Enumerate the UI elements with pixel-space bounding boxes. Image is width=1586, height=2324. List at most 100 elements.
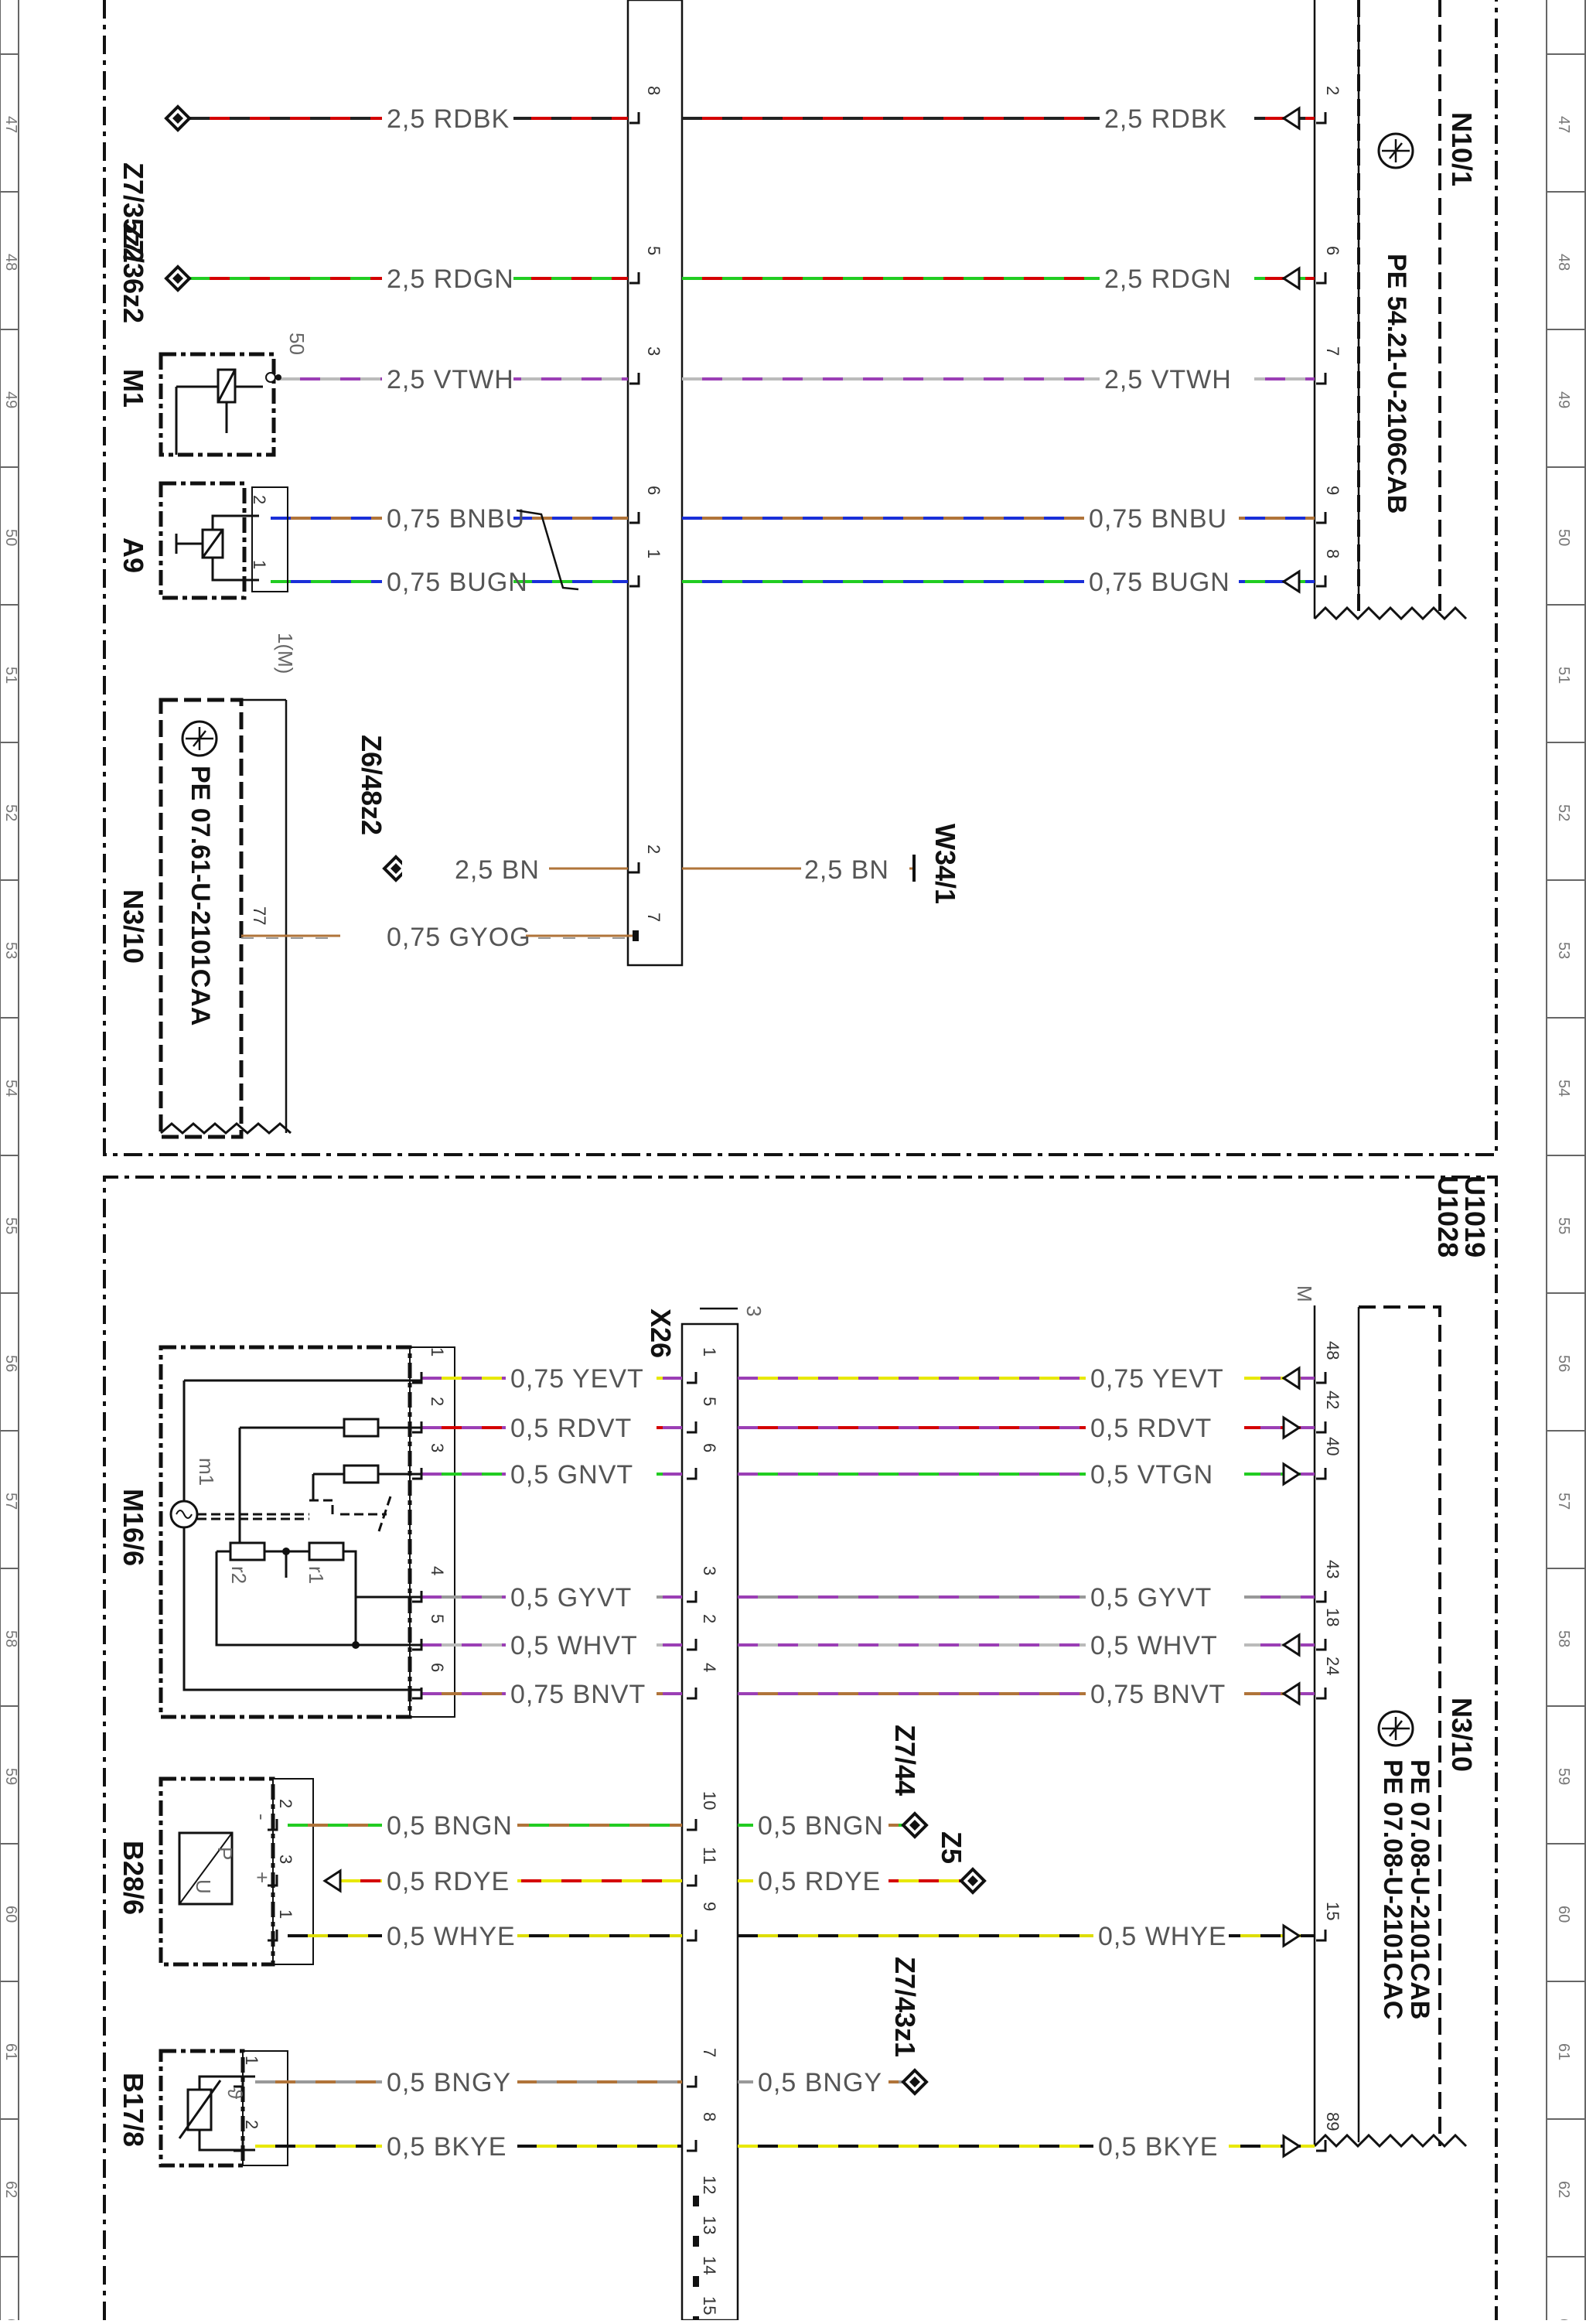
x26-extra-pin-3: 15: [700, 2296, 719, 2315]
b28-6-component: [159, 1776, 314, 1967]
label-b28-6-p: P: [213, 1847, 237, 1860]
bottom-wire-label-left-5: 0,75 BNVT: [510, 1680, 646, 1709]
splice-z7-36z2: [164, 264, 192, 292]
grid-label-right-2: 49: [1555, 391, 1572, 408]
grid-label-right-0: 47: [1555, 116, 1572, 133]
sensor-wire-hook-mid-2: [687, 1930, 697, 1942]
splice-z7-44: [901, 1811, 929, 1839]
sensor-wire-label-right-2: 0,5 WHYE: [1098, 1922, 1227, 1951]
bottom-wire-label-left-3: 0,5 GYVT: [510, 1583, 632, 1612]
sensor-wire-label-left-1-bg: [382, 1868, 517, 1896]
bottom-wire-hook-right-0: [1316, 1372, 1327, 1384]
label-n3-10-doc-2: PE 07.08-U-2101CAC: [1378, 1759, 1407, 2019]
grid-label-right-5: 52: [1555, 804, 1572, 821]
top-wire-label-left-2-bg: [382, 367, 513, 394]
x26-extra-terminal-0: [693, 2196, 699, 2206]
lower-section-frame: [103, 1176, 1498, 2320]
grid-label-right-7: 54: [1555, 1080, 1572, 1097]
label-n3-10-upper: N3/10: [118, 889, 149, 964]
top-wire-label-left-4-bg: [382, 569, 513, 597]
sensor-wire-arrow-2: [1282, 1923, 1301, 1948]
label-b28-6-u: U: [192, 1879, 215, 1894]
wire-bn-label-bg: [402, 855, 549, 882]
sensor-wire-hook-mid-4: [687, 2140, 697, 2152]
bottom-wire-arrow-4: [1281, 1633, 1301, 1657]
label-m1: M1: [118, 369, 149, 408]
a9-component: [159, 481, 288, 600]
wire-bn-pin: 2: [644, 845, 663, 854]
label-b17-8: B17/8: [118, 2073, 149, 2147]
top-wire-hook-4: [629, 575, 640, 588]
bottom-wire-label-left-2-bg: [506, 1462, 657, 1490]
bottom-wire-pin-mid-2: 6: [700, 1443, 719, 1452]
splice-z5: [959, 1867, 987, 1895]
top-wire-arrow-1: [1281, 266, 1301, 291]
sensor-wire-hook-left-0: [268, 1819, 278, 1831]
bottom-wire-label-right-4-bg: [1086, 1633, 1244, 1660]
splice-z7-43z1: [901, 2068, 929, 2096]
x26-extra-pin-2: 14: [700, 2256, 719, 2275]
top-wire-label-right-3: 0,75 BNBU: [1089, 504, 1227, 534]
n10-1-break: [1313, 606, 1468, 621]
bottom-wire-pin-mid-0: 1: [700, 1347, 719, 1357]
top-wire-hook-right-4: [1316, 575, 1327, 588]
bottom-wire-pin-right-0: 48: [1323, 1341, 1342, 1360]
connector-strip-upper: [626, 0, 684, 967]
top-wire-label-left-3-bg: [382, 506, 513, 534]
bottom-wire-hook-left-5: [412, 1688, 423, 1700]
bottom-wire-label-right-1-bg: [1086, 1415, 1244, 1443]
label-x26: X26: [645, 1309, 677, 1358]
label-b28-6-minus: -: [251, 1814, 274, 1821]
label-z7-44: Z7/44: [889, 1725, 921, 1796]
bottom-wire-hook-right-2: [1316, 1468, 1327, 1480]
top-wire-pin-mid-4: 1: [644, 549, 663, 558]
sensor-wire-pin-mid-2: 9: [700, 1902, 719, 1911]
wire-gyog-pin-mid: 7: [644, 913, 663, 922]
bottom-wire-hook-mid-5: [687, 1688, 697, 1700]
grid-label-right-13: 60: [1555, 1906, 1572, 1923]
label-n3-10-upper-doc: PE 07.61-U-2101CAA: [186, 766, 215, 1025]
bottom-wire-hook-mid-1: [687, 1421, 697, 1434]
sensor-wire-pin-mid-3: 7: [700, 2048, 719, 2057]
top-wire-hook-right-3: [1316, 512, 1327, 524]
sensor-wire-pin-left-4: 2: [242, 2120, 261, 2129]
bottom-wire-pin-left-3: 4: [428, 1566, 447, 1575]
sensor-wire-arrow-left-1: [322, 1868, 342, 1893]
sensor-wire-hook-left-2: [268, 1930, 278, 1942]
bottom-wire-label-left-2: 0,5 GNVT: [510, 1460, 633, 1490]
grid-label-left-11: 58: [2, 1630, 19, 1647]
grid-label-right-8: 55: [1555, 1217, 1572, 1234]
bottom-wire-pin-mid-5: 4: [700, 1663, 719, 1672]
bottom-wire-arrow-1: [1282, 1415, 1301, 1440]
splice-z6-48z2: [382, 855, 410, 882]
bottom-wire-pin-left-0: 1: [428, 1347, 447, 1357]
grid-label-left-3: 50: [2, 529, 19, 546]
top-wire-pin-right-4: 8: [1323, 549, 1342, 558]
top-wire-label-right-3-bg: [1084, 506, 1239, 534]
top-wire-pin-right-0: 2: [1323, 86, 1342, 95]
label-m16-6-r1: r1: [305, 1566, 328, 1584]
bottom-wire-label-left-0-bg: [506, 1366, 657, 1394]
sensor-wire-label-left-3: 0,5 BNGY: [387, 2068, 511, 2097]
top-wire-label-right-2-bg: [1100, 367, 1254, 394]
bottom-wire-arrow-0: [1281, 1366, 1301, 1391]
top-wire-pin-mid-0: 8: [644, 86, 663, 95]
sensor-wire-label-right-2-bg: [1093, 1923, 1229, 1951]
wire-bn-label-right-bg: [801, 855, 909, 882]
grid-label-left-14: 61: [2, 2043, 19, 2060]
grid-label-right-1: 48: [1555, 254, 1572, 271]
label-n3-10-pin-1m: 1(M): [274, 633, 297, 674]
label-n3-10-lower: N3/10: [1446, 1698, 1478, 1772]
bottom-wire-pin-left-2: 3: [428, 1443, 447, 1452]
label-b28-6: B28/6: [118, 1841, 149, 1915]
n10-1-housing-dashed: [1357, 0, 1441, 615]
sensor-wire-hook-mid-0: [687, 1819, 697, 1831]
label-u1028: U1028: [1432, 1176, 1464, 1258]
sensor-wire-label-left-3-bg: [382, 2070, 517, 2097]
grid-label-right-6: 53: [1555, 942, 1572, 959]
top-wire-label-left-1: 2,5 RDGN: [387, 264, 514, 294]
top-wire-label-left-3: 0,75 BNBU: [387, 504, 525, 534]
sensor-wire-hook-right-2: [1316, 1930, 1327, 1942]
sensor-wire-arrow-4: [1282, 2134, 1301, 2158]
